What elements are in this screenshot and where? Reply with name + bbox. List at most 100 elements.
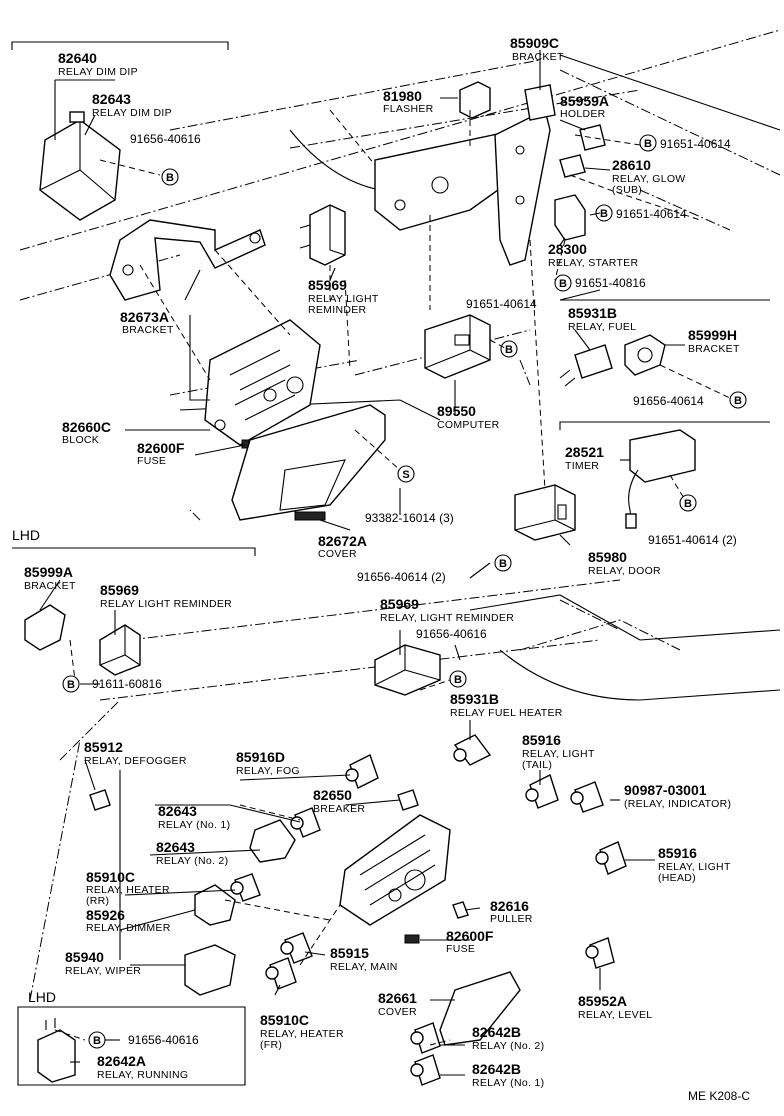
callout-82643-dimdip-desc: RELAY DIM DIP [92, 107, 172, 119]
relay-level-shape [585, 937, 615, 969]
callout-82616-desc: PULLER [490, 913, 533, 925]
callout-85969-upper-desc: RELAY LIGHT [308, 293, 379, 305]
callout-85940-desc: RELAY, WIPER [65, 965, 141, 977]
marker-b-7-label: B [684, 498, 692, 510]
callout-91651-40614-d: 91651-40614 (2) [648, 533, 737, 547]
callout-82650-num: 82650 [313, 787, 352, 803]
marker-b-9-label: B [454, 674, 462, 686]
callout-85912-desc: RELAY, DEFOGGER [84, 755, 187, 767]
callout-85916-head-sub: (HEAD) [658, 872, 696, 884]
relay-glow-shape [559, 154, 586, 178]
callout-85969-lhd-num: 85969 [100, 582, 139, 598]
marker-b-9 [449, 670, 467, 688]
callout-82600f-upper-desc: FUSE [137, 455, 166, 467]
callout-28610-num: 28610 [612, 157, 651, 173]
callout-28610-sub: (SUB) [612, 184, 642, 196]
bracket-85999h-shape [624, 334, 666, 376]
diagram-code: ME K208-C [688, 1089, 750, 1103]
callout-85931b-fuel-num: 85931B [568, 305, 617, 321]
callout-91656-40614-b: 91656-40614 (2) [357, 570, 446, 584]
callout-85931b-heater-num: 85931B [450, 691, 499, 707]
callout-82640-num: 82640 [58, 50, 97, 66]
relay-running-shape [37, 1018, 76, 1083]
relay-no1-82643-shape [290, 807, 321, 838]
dashed-leaders [54, 109, 731, 1046]
callout-82642b-no2-desc: RELAY (No. 2) [472, 1040, 544, 1052]
callout-89550-desc: COMPUTER [437, 419, 500, 431]
callout-85916d-desc: RELAY, FOG [236, 765, 300, 777]
callout-82643-no2-desc: RELAY (No. 2) [156, 855, 228, 867]
breaker-shape [397, 789, 419, 811]
callout-85916-tail-desc: RELAY, LIGHT [522, 748, 595, 760]
callout-82642a-num: 82642A [97, 1053, 146, 1069]
flasher-shape [459, 81, 491, 119]
relay-fog-shape [345, 754, 379, 789]
callout-91651-40816: 91651-40816 [575, 276, 646, 290]
marker-b-10 [62, 675, 80, 693]
bracket-85909c-shape [374, 84, 556, 266]
callout-85952a-num: 85952A [578, 993, 627, 1009]
callout-85916d-num: 85916D [236, 749, 285, 765]
relay-no2-82643-shape [249, 819, 296, 863]
bracket-85999a-shape [24, 604, 66, 651]
callout-85910c-rr-sub: (RR) [86, 895, 109, 907]
callout-85910c-fr-num: 85910C [260, 1012, 309, 1028]
lhd-bottom-frame [17, 1006, 246, 1086]
callout-82661-num: 82661 [378, 990, 417, 1006]
fuse-82600f-lower-shape [404, 934, 420, 944]
callout-85959a-num: 85959A [560, 93, 609, 109]
callout-82640-desc: RELAY DIM DIP [58, 66, 138, 78]
callout-85910c-rr-desc: RELAY, HEATER [86, 884, 170, 896]
callout-82650-desc: BREAKER [313, 803, 365, 815]
callout-85916-head-num: 85916 [658, 845, 697, 861]
marker-b-6-label: B [734, 395, 742, 407]
callout-85926-desc: RELAY, DIMMER [86, 922, 171, 934]
bracket-82673a-shape [109, 219, 266, 301]
callout-82643-no2-num: 82643 [156, 839, 195, 855]
solid-leaders [39, 50, 685, 1076]
lhd-bottom-header: LHD [28, 989, 56, 1005]
relay-no1-82642b-shape [410, 1054, 441, 1086]
callout-90987-03001-num: 90987-03001 [624, 782, 707, 798]
timer-frame [559, 299, 770, 430]
timer-shape [625, 429, 696, 529]
fuse-block-lower-shape [339, 814, 451, 926]
callout-91656-40616-middle: 91656-40616 [416, 627, 487, 641]
callout-82661-desc: COVER [378, 1006, 417, 1018]
marker-circles [62, 134, 747, 1049]
relay-fuel-heater-shape [453, 734, 492, 766]
callout-85980-num: 85980 [588, 549, 627, 565]
marker-b-3-label: B [600, 208, 608, 220]
callout-85999h-num: 85999H [688, 327, 737, 343]
callout-85969-lhd-desc: RELAY LIGHT REMINDER [100, 598, 232, 610]
callout-85969-upper-num: 85969 [308, 277, 347, 293]
marker-b-2 [639, 134, 657, 152]
callout-85910c-fr-sub: (FR) [260, 1039, 282, 1051]
callout-85969-upper-desc2: REMINDER [308, 304, 367, 316]
relay-fuel-shape [559, 344, 613, 387]
callout-82600f-lower-num: 82600F [446, 928, 494, 944]
callout-85909c-num: 85909C [510, 35, 559, 51]
relay-dim-dip-shape [39, 111, 121, 221]
callout-91611-60816: 91611-60816 [92, 677, 162, 691]
callout-85952a-desc: RELAY, LEVEL [578, 1009, 652, 1021]
marker-b-10-label: B [67, 679, 75, 691]
callout-labels: LHD LHD ME K208-C 82640 RELAY DIM DIP 82… [12, 35, 750, 1103]
callout-82600f-lower-desc: FUSE [446, 943, 475, 955]
relay-heater-fr-shape [265, 957, 297, 990]
marker-b-3 [595, 204, 613, 222]
relay-light-reminder-upper-shape [299, 204, 346, 266]
lhd-top-frame [12, 547, 256, 556]
marker-b-4 [554, 274, 572, 292]
callout-85916-tail-num: 85916 [522, 732, 561, 748]
callout-85940-num: 85940 [65, 949, 104, 965]
callout-85931b-fuel-desc: RELAY, FUEL [568, 321, 636, 333]
callout-91656-40614-a: 91656-40614 [633, 394, 704, 408]
callout-85931b-heater-desc: RELAY FUEL HEATER [450, 707, 563, 719]
callout-85910c-fr-desc: RELAY, HEATER [260, 1028, 344, 1040]
body-outline-lines [19, 29, 781, 1001]
callout-82600f-upper-num: 82600F [137, 440, 185, 456]
callout-85912-num: 85912 [84, 739, 123, 755]
top-left-bracket-frame [11, 41, 229, 50]
